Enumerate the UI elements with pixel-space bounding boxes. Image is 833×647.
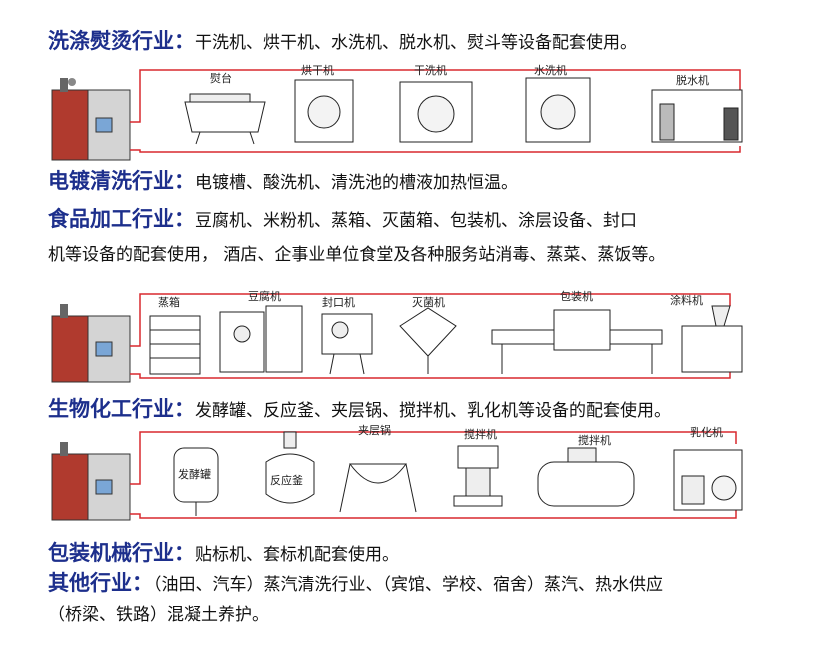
packaging-line: 包装机械行业：贴标机、套标机配套使用。 [48, 540, 399, 568]
fermenter-icon [173, 447, 219, 516]
sterilizer-icon [399, 307, 457, 374]
equip-label-1: 熨台 [210, 71, 232, 85]
food-diagram: 蒸箱 豆腐机 封口机 灭菌机 包装机 [40, 286, 800, 390]
emulsifier-icon [673, 449, 743, 511]
steamer-cabinet-icon [149, 315, 201, 375]
biochem-equip-label-3: 搅拌机 [578, 433, 611, 447]
food-heading: 食品加工行业： [48, 207, 195, 231]
electroplating-text: 电镀槽、酸洗机、清洗池的槽液加热恒温。 [195, 173, 518, 193]
electroplating-line: 电镀清洗行业：电镀槽、酸洗机、清洗池的槽液加热恒温。 [48, 168, 518, 196]
biochem-line: 生物化工行业：发酵罐、反应釜、夹层锅、搅拌机、乳化机等设备的配套使用。 [48, 396, 671, 424]
food-line-1: 食品加工行业：豆腐机、米粉机、蒸箱、灭菌箱、包装机、涂层设备、封口 [48, 206, 637, 234]
laundry-text: 干洗机、烘干机、水洗机、脱水机、熨斗等设备配套使用。 [195, 33, 637, 53]
steam-boiler-icon [51, 304, 131, 383]
electroplating-heading: 电镀清洗行业： [48, 169, 195, 193]
equip-label-3: 干洗机 [414, 63, 447, 77]
biochem-equip-label-2: 搅拌机 [464, 427, 497, 441]
dryer-icon [294, 79, 354, 143]
steam-boiler-icon [51, 78, 131, 161]
return-pipe [130, 510, 737, 519]
biochem-heading: 生物化工行业： [48, 397, 195, 421]
packaging-text: 贴标机、套标机配套使用。 [195, 545, 399, 565]
mixing-tank-icon [537, 447, 635, 507]
equip-label-4: 水洗机 [534, 63, 567, 77]
dry-cleaner-icon [399, 81, 473, 143]
other-text-line1: （油田、汽车）蒸汽清洗行业、（宾馆、学校、宿舍）蒸汽、热水供应 [153, 575, 663, 595]
return-pipe [130, 370, 731, 379]
packaging-machine-icon [491, 309, 663, 374]
tank-label-1: 发酵罐 [178, 467, 211, 481]
food-equip-label-1: 蒸箱 [158, 295, 180, 309]
steam-pipe [130, 431, 737, 485]
food-equip-label-3: 封口机 [322, 295, 355, 309]
biochem-equip-label-4: 乳化机 [690, 425, 723, 439]
food-line-2: 机等设备的配套使用， 酒店、企事业单位食堂及各种服务站消毒、蒸菜、蒸饭等。 [48, 245, 666, 265]
food-equip-label-6: 涂料机 [670, 293, 703, 307]
tofu-machine-icon [219, 305, 303, 373]
return-pipe [130, 146, 741, 153]
food-equip-label-2: 豆腐机 [248, 289, 281, 303]
coating-machine-icon [681, 305, 743, 373]
laundry-diagram: 熨台 烘干机 干洗机 水洗机 脱水机 [40, 60, 800, 172]
other-line-1: 其他行业：（油田、汽车）蒸汽清洗行业、（宾馆、学校、宿舍）蒸汽、热水供应 [48, 570, 663, 598]
laundry-line: 洗涤熨烫行业：干洗机、烘干机、水洗机、脱水机、熨斗等设备配套使用。 [48, 28, 637, 56]
biochem-diagram: 发酵罐 反应釜 夹层锅 搅拌机 搅拌机 乳 [40, 422, 800, 528]
steam-pipe [130, 293, 731, 347]
packaging-heading: 包装机械行业： [48, 541, 195, 565]
equip-label-5: 脱水机 [676, 73, 709, 87]
ironing-table-icon [184, 93, 266, 145]
other-line-2: （桥梁、铁路）混凝土养护。 [48, 605, 269, 625]
sealing-machine-icon [321, 313, 373, 375]
equip-label-2: 烘干机 [301, 63, 334, 77]
food-equip-label-4: 灭菌机 [412, 295, 445, 309]
biochem-text: 发酵罐、反应釜、夹层锅、搅拌机、乳化机等设备的配套使用。 [195, 401, 671, 421]
steam-boiler-icon [51, 442, 131, 521]
biochem-equip-label-1: 夹层锅 [358, 424, 391, 437]
food-equip-label-5: 包装机 [560, 289, 593, 303]
washer-icon [525, 77, 591, 143]
mixer-icon [453, 445, 503, 507]
extractor-icon [651, 89, 743, 143]
laundry-heading: 洗涤熨烫行业： [48, 29, 195, 53]
steam-pipe [130, 69, 741, 123]
reactor-icon [265, 431, 315, 504]
food-text-line1: 豆腐机、米粉机、蒸箱、灭菌箱、包装机、涂层设备、封口 [195, 211, 637, 231]
jacketed-kettle-icon [339, 463, 417, 513]
tank-label-2: 反应釜 [270, 473, 303, 487]
other-heading: 其他行业： [48, 571, 153, 595]
